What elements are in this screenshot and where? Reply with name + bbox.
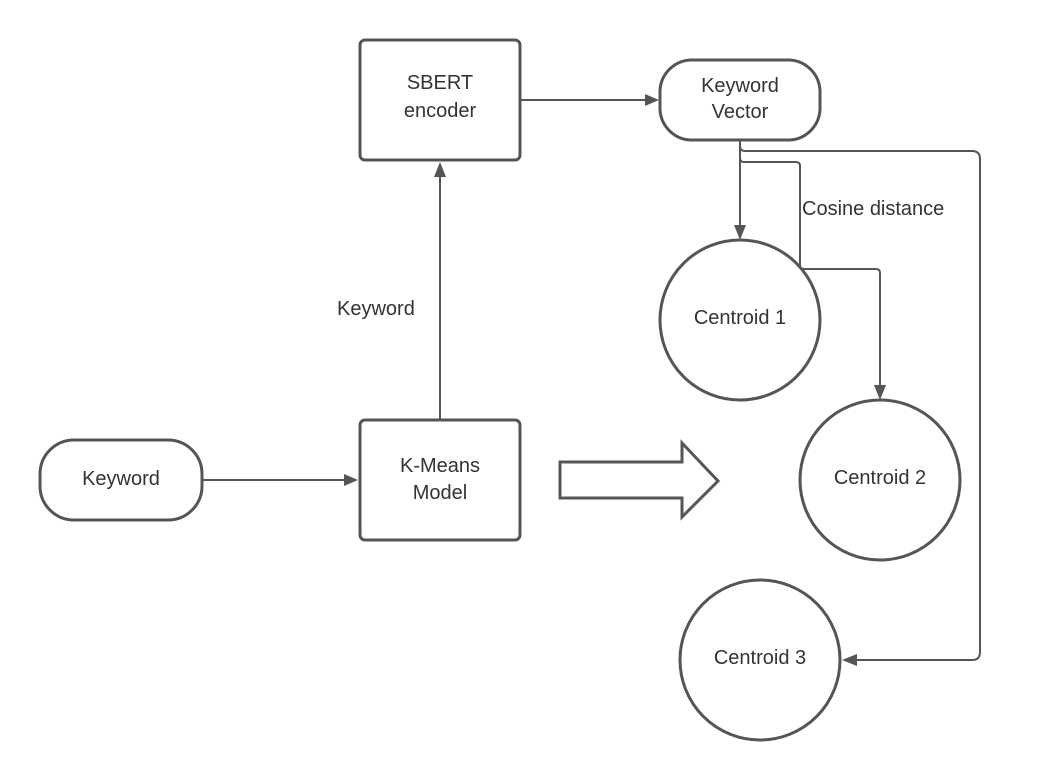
centroid-3-label: Centroid 3	[714, 647, 806, 669]
keyword-input-node: Keyword	[38, 438, 204, 522]
arrowhead-kmeans	[344, 474, 358, 486]
centroid-2-node: Centroid 2	[798, 398, 962, 562]
arrowhead-sbert	[434, 162, 446, 177]
edge-vector-to-centroid3	[739, 141, 981, 661]
centroid-1-label: Centroid 1	[694, 307, 786, 329]
edge-label-cosine-distance: Cosine distance	[802, 198, 944, 220]
arrowhead-centroid1	[734, 225, 746, 240]
sbert-label-line1: SBERT	[407, 72, 473, 94]
edge-label-keyword: Keyword	[337, 298, 415, 320]
keyword-input-label: Keyword	[82, 468, 160, 490]
keyword-vector-label-line2: Vector	[712, 101, 769, 123]
block-arrow-icon	[558, 439, 721, 521]
kmeans-label-line1: K-Means	[400, 455, 480, 477]
arrowhead-centroid2	[874, 385, 886, 400]
kmeans-label-line2: Model	[413, 482, 467, 504]
centroid-2-label: Centroid 2	[834, 467, 926, 489]
centroid-1-node: Centroid 1	[658, 238, 822, 402]
sbert-label-line2: encoder	[404, 100, 477, 122]
kmeans-model-node: K-Means Model	[358, 418, 522, 542]
centroid-3-node: Centroid 3	[678, 578, 842, 742]
keyword-vector-label-line1: Keyword	[701, 75, 779, 97]
sbert-encoder-node: SBERT encoder	[358, 38, 522, 162]
edge-vector-to-centroid2	[739, 141, 881, 386]
arrowhead-vector	[645, 94, 659, 106]
keyword-vector-node: Keyword Vector	[658, 58, 822, 142]
arrowhead-centroid3	[842, 654, 857, 666]
